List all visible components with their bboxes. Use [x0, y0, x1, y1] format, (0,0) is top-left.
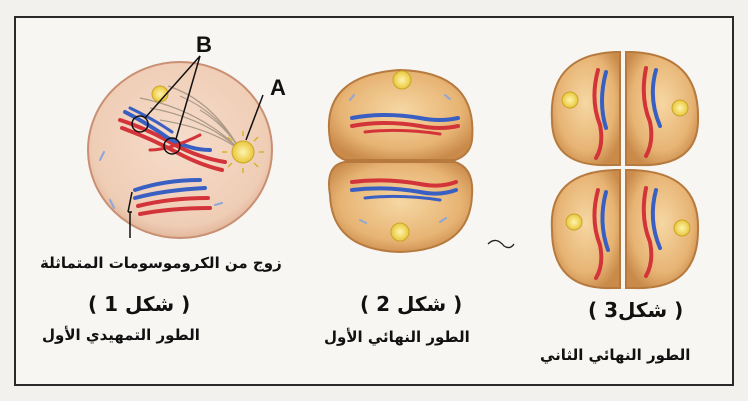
label-b: B [196, 32, 212, 58]
fig3-centrosome-4 [674, 220, 690, 236]
figure3-number: ( شكل3 ) [588, 298, 683, 322]
fig3-centrosome-3 [566, 214, 582, 230]
fig3-centrosome-1 [562, 92, 578, 108]
homologous-pair-caption: زوج من الكروموسومات المتماثلة [40, 254, 282, 272]
fig2-centrosome-bottom [391, 223, 409, 241]
figure3-stage: الطور النهائي الثاني [540, 346, 690, 364]
figure1-number: ( شكل 1 ) [88, 292, 190, 316]
figure2-stage: الطور النهائي الأول [324, 328, 470, 346]
figure2-number: ( شكل 2 ) [360, 292, 462, 316]
fig2-centrosome-top [393, 71, 411, 89]
figure2-cells [329, 70, 514, 252]
pen-mark [488, 240, 514, 247]
figure3-cells [552, 52, 698, 288]
figure1-stage: الطور التمهيدي الأول [42, 326, 200, 344]
figure1-cell [88, 56, 272, 238]
label-a: A [270, 75, 286, 101]
fig3-centrosome-2 [672, 100, 688, 116]
